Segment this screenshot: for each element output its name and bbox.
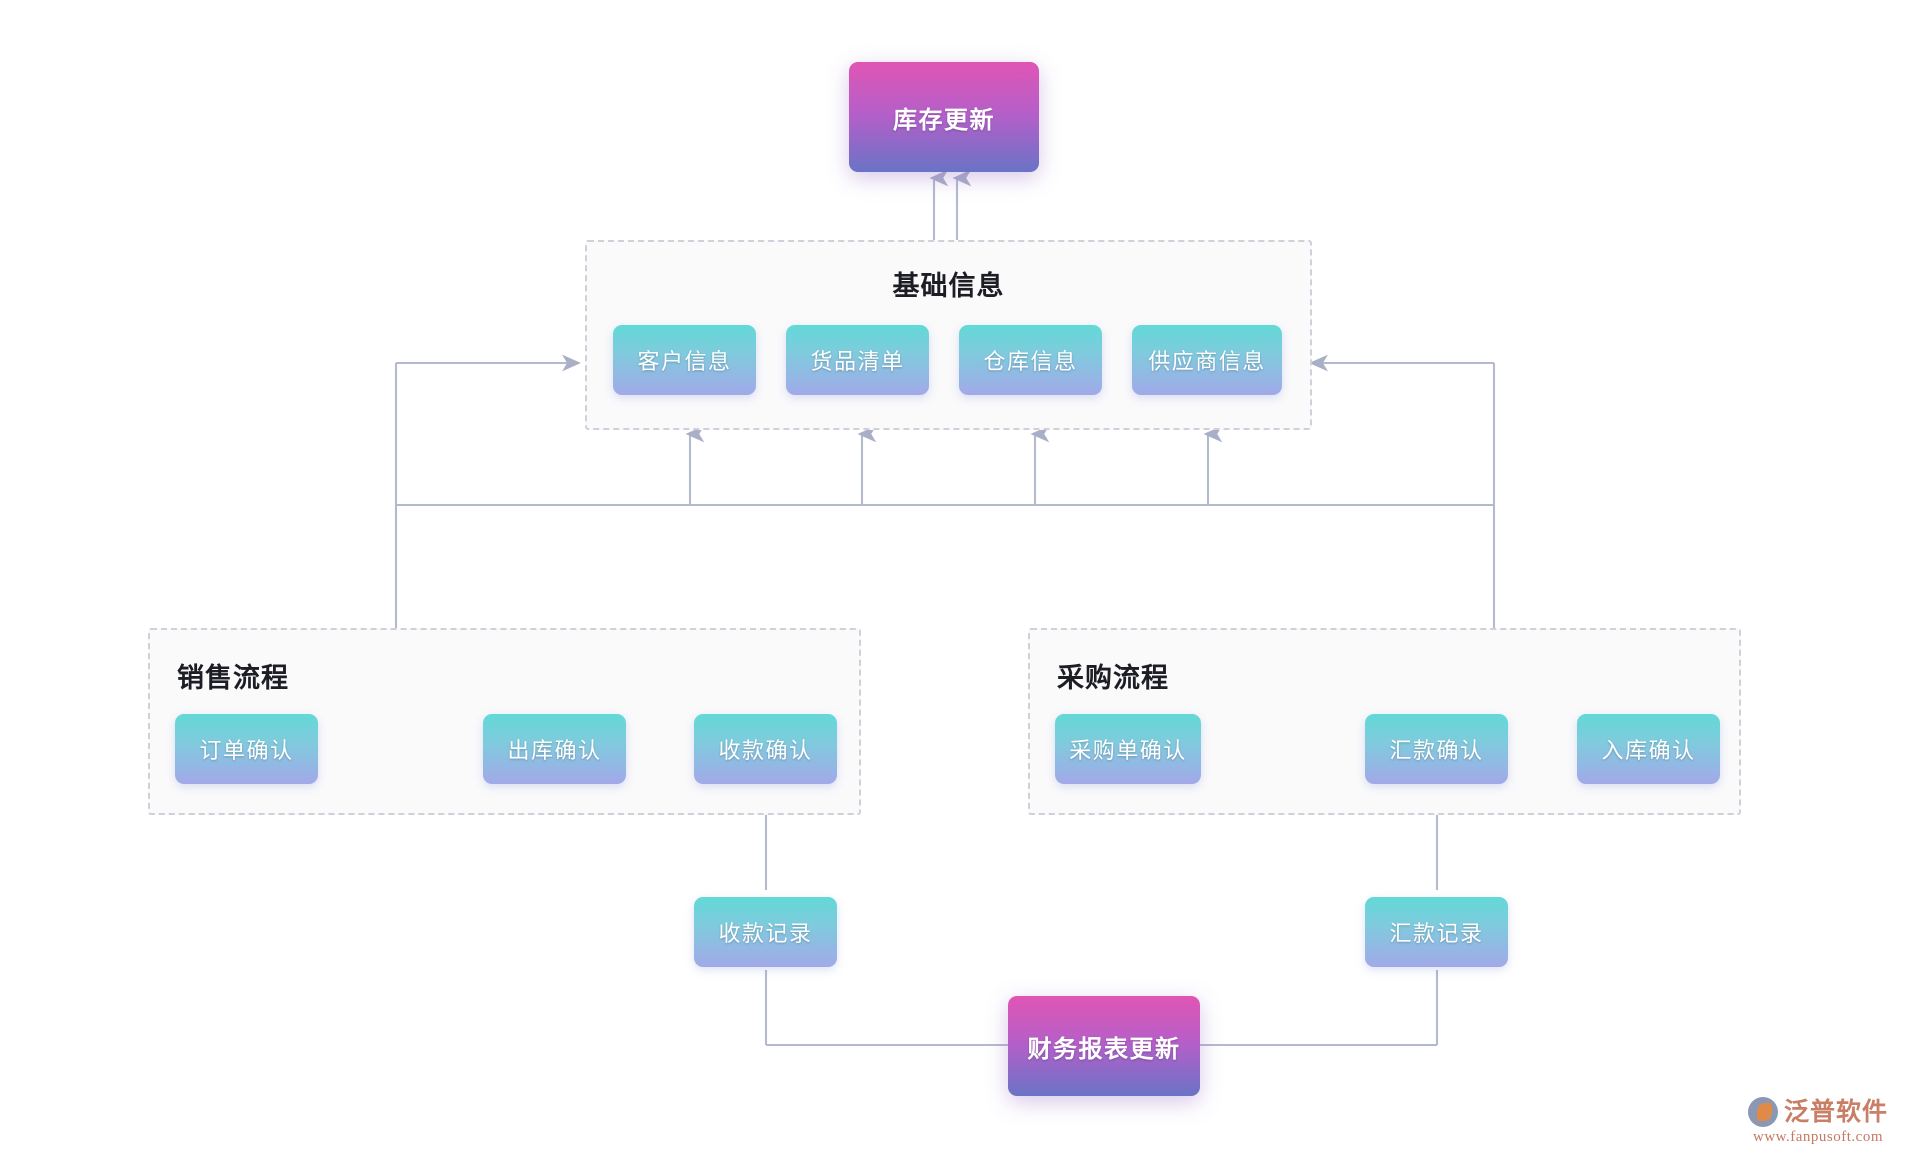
group-basic-info-title: 基础信息 xyxy=(892,271,1005,301)
node-remittance-record[interactable]: 汇款记录 xyxy=(1365,897,1508,967)
node-purchase-order-confirm[interactable]: 采购单确认 xyxy=(1055,714,1201,784)
node-receipt-confirm[interactable]: 收款确认 xyxy=(694,714,837,784)
group-sales-flow-title: 销售流程 xyxy=(177,663,289,693)
node-receipt-record[interactable]: 收款记录 xyxy=(694,897,837,967)
node-inventory-update[interactable]: 库存更新 xyxy=(849,62,1039,172)
fanpu-logo-icon xyxy=(1747,1097,1778,1127)
watermark: 泛普软件 www.fanpusoft.com xyxy=(1732,1097,1904,1146)
node-finance-report-update[interactable]: 财务报表更新 xyxy=(1008,996,1200,1096)
node-order-confirm[interactable]: 订单确认 xyxy=(175,714,318,784)
group-purchase-flow-title: 采购流程 xyxy=(1057,663,1169,693)
watermark-url: www.fanpusoft.com xyxy=(1752,1129,1883,1145)
node-supplier-info[interactable]: 供应商信息 xyxy=(1132,325,1282,395)
node-goods-list[interactable]: 货品清单 xyxy=(786,325,929,395)
node-warehouse-info[interactable]: 仓库信息 xyxy=(959,325,1102,395)
node-outbound-confirm[interactable]: 出库确认 xyxy=(483,714,626,784)
watermark-brand: 泛普软件 xyxy=(1783,1097,1888,1126)
node-remittance-confirm[interactable]: 汇款确认 xyxy=(1365,714,1508,784)
node-customer-info[interactable]: 客户信息 xyxy=(613,325,756,395)
node-inbound-confirm[interactable]: 入库确认 xyxy=(1577,714,1720,784)
